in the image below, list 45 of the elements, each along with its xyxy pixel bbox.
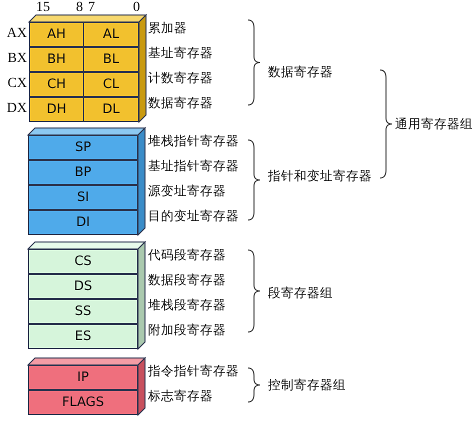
register-cell: AL (83, 22, 139, 47)
bit-number: 0 (133, 0, 140, 16)
group-name: 段寄存器组 (268, 285, 333, 301)
register-name: AX (6, 26, 27, 42)
register-description: 累加器 (148, 20, 187, 36)
register-description: 目的变址寄存器 (148, 208, 239, 224)
register-description: 基址指针寄存器 (148, 158, 239, 174)
register-cell: DS (28, 274, 138, 299)
register-cell: BP (28, 160, 138, 185)
register-description: 数据段寄存器 (148, 272, 226, 288)
register-cell: SS (28, 299, 138, 324)
group-name: 通用寄存器组 (395, 116, 473, 132)
register-description: 数据寄存器 (148, 95, 213, 111)
register-name: CX (8, 76, 27, 92)
register-cell: BL (83, 47, 139, 72)
bit-number: 7 (88, 0, 95, 16)
register-name: DX (6, 101, 27, 117)
register-cell: SI (28, 185, 138, 210)
register-description: 基址寄存器 (148, 45, 213, 61)
register-cell: IP (28, 365, 138, 390)
group-name: 指针和变址寄存器 (268, 168, 372, 184)
register-description: 标志寄存器 (148, 388, 213, 404)
group-name: 控制寄存器组 (268, 377, 346, 393)
register-cell: FLAGS (28, 390, 138, 415)
register-name: BX (8, 51, 27, 67)
register-cell: DI (28, 210, 138, 235)
bit-number: 15 (36, 0, 50, 16)
register-description: 计数寄存器 (148, 70, 213, 86)
register-cell: BH (29, 47, 84, 72)
register-cell: DH (29, 97, 84, 122)
register-cell: AH (29, 22, 84, 47)
register-description: 附加段寄存器 (148, 322, 226, 338)
bit-number: 8 (76, 0, 83, 16)
register-cell: CS (28, 249, 138, 274)
register-cell: CL (83, 72, 139, 97)
register-description: 堆栈指针寄存器 (148, 133, 239, 149)
register-description: 堆栈段寄存器 (148, 297, 226, 313)
register-cell: SP (28, 135, 138, 160)
register-description: 源变址寄存器 (148, 183, 226, 199)
register-cell: ES (28, 324, 138, 349)
register-description: 代码段寄存器 (148, 247, 226, 263)
register-cell: DL (83, 97, 139, 122)
group-name: 数据寄存器 (268, 64, 333, 80)
register-cell: CH (29, 72, 84, 97)
register-description: 指令指针寄存器 (148, 363, 239, 379)
